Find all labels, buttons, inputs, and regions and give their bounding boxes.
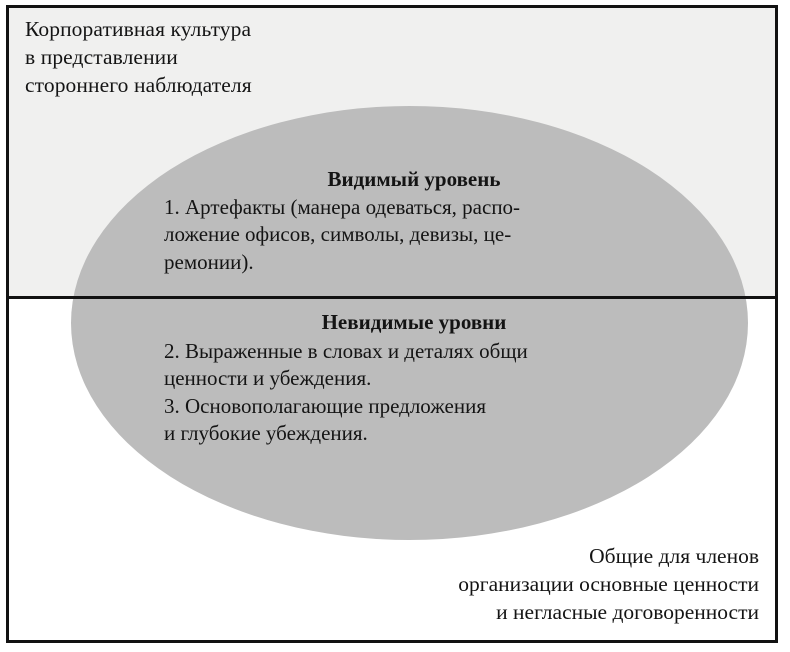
invisible-levels-heading: Невидимые уровни <box>321 310 507 334</box>
invisible-levels-body: 2. Выраженные в словах и деталях общи це… <box>164 339 528 445</box>
shared-values-caption: Общие для членов организации основные це… <box>458 544 759 624</box>
visible-level-body: 1. Артефакты (манера одеваться, распо- л… <box>164 195 521 274</box>
diagram-frame: Корпоративная культура в представлении с… <box>6 5 778 643</box>
culture-ellipse <box>71 106 748 540</box>
visible-level-heading: Видимый уровень <box>327 167 501 191</box>
visible-invisible-divider-line <box>9 296 775 299</box>
outer-observer-caption: Корпоративная культура в представлении с… <box>25 17 252 97</box>
